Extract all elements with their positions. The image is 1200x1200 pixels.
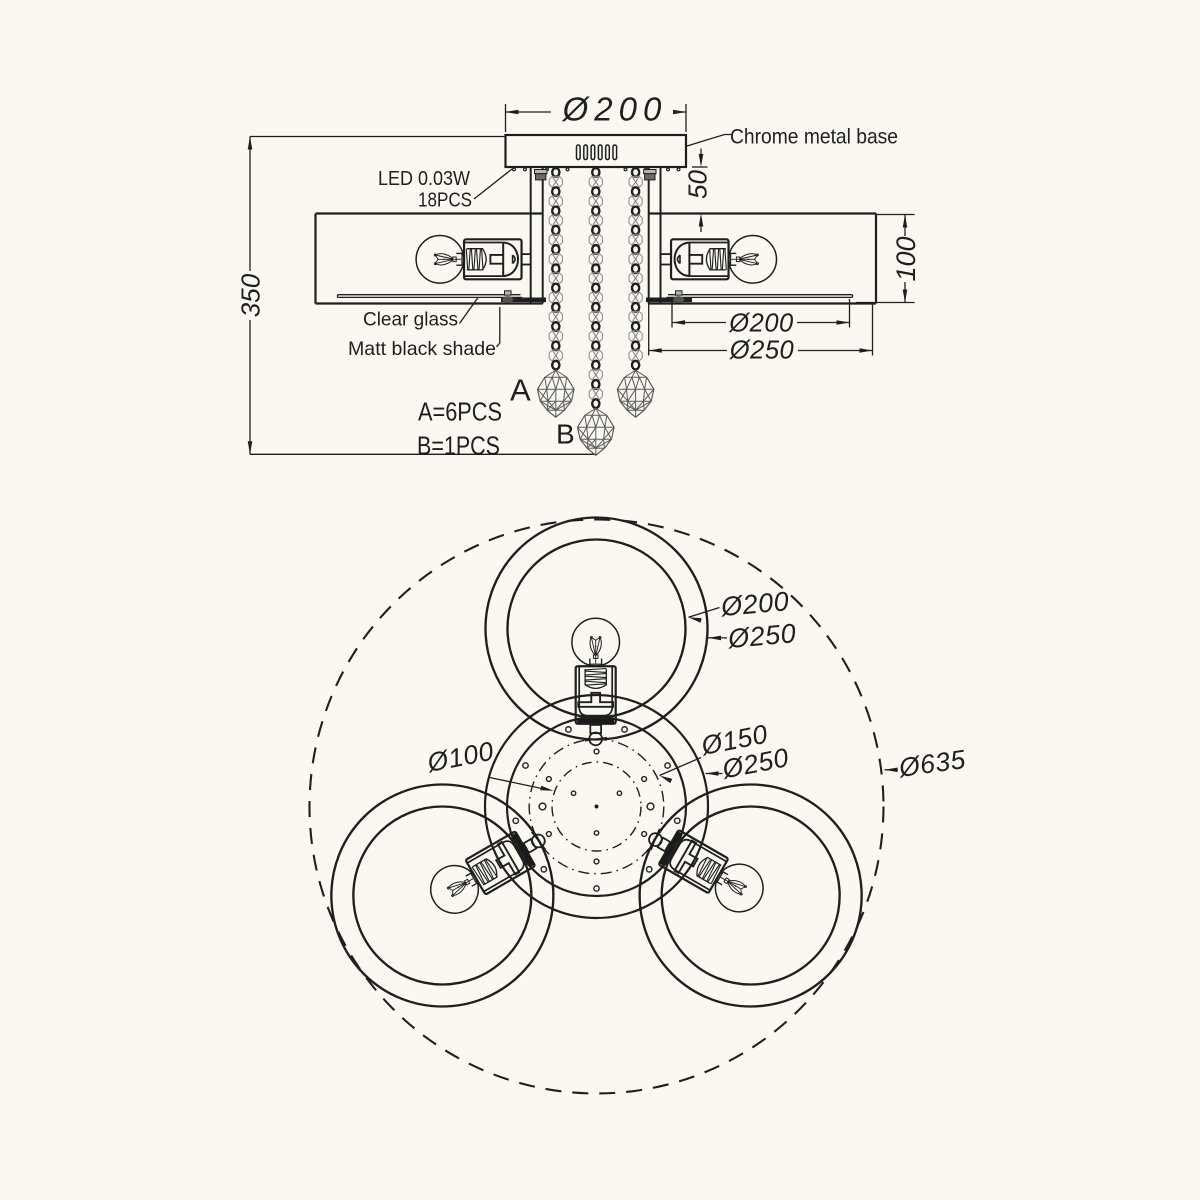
svg-text:350: 350 <box>236 273 266 317</box>
svg-text:100: 100 <box>891 236 921 281</box>
svg-text:Clear glass: Clear glass <box>363 309 458 331</box>
svg-text:18PCS: 18PCS <box>418 189 472 212</box>
svg-text:A=6PCS: A=6PCS <box>418 397 502 427</box>
svg-text:LED 0.03W: LED 0.03W <box>378 167 471 190</box>
svg-text:50: 50 <box>682 170 712 199</box>
svg-text:Ø100: Ø100 <box>424 736 496 778</box>
svg-text:B: B <box>556 419 575 450</box>
svg-text:Ø200: Ø200 <box>719 586 790 622</box>
svg-text:B=1PCS: B=1PCS <box>417 431 500 461</box>
svg-text:Chrome metal base: Chrome metal base <box>730 126 898 149</box>
svg-text:Matt black shade: Matt black shade <box>348 338 496 360</box>
svg-text:A: A <box>510 373 531 408</box>
svg-text:Ø200: Ø200 <box>728 310 793 338</box>
svg-text:Ø250: Ø250 <box>726 618 797 654</box>
svg-text:Ø635: Ø635 <box>896 744 967 783</box>
svg-text:Ø250: Ø250 <box>729 337 794 365</box>
svg-text:Ø200: Ø200 <box>562 90 668 127</box>
